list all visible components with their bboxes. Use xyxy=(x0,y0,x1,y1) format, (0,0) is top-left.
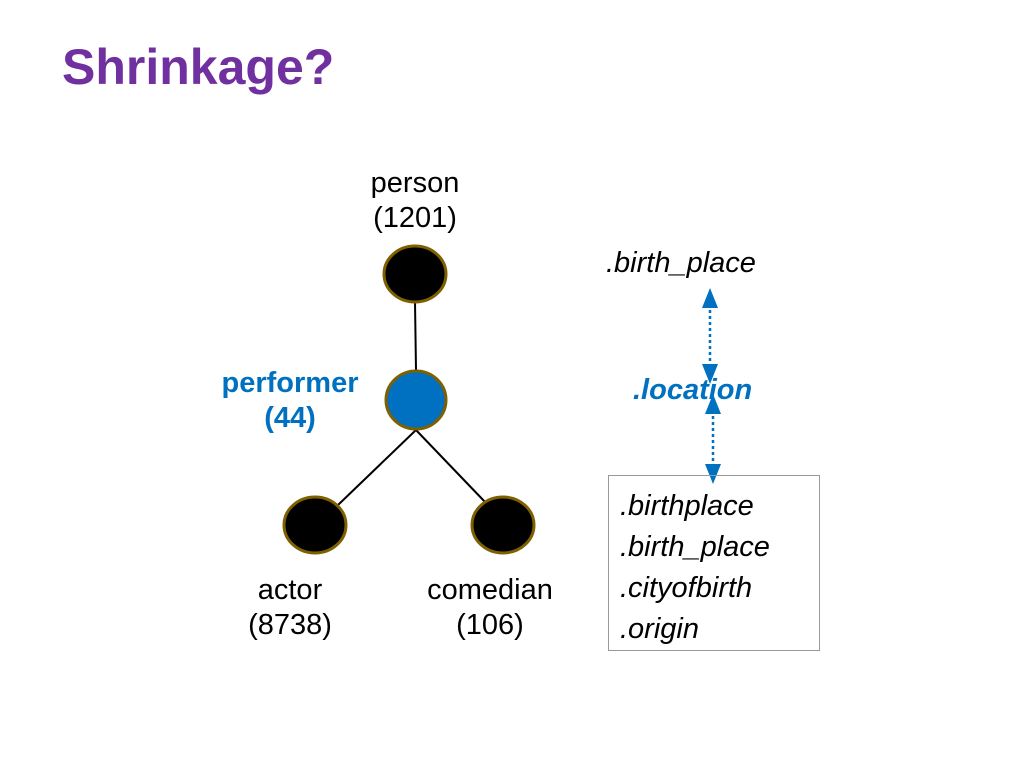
label-comedian-count: (106) xyxy=(456,608,524,641)
label-performer: performer (44) xyxy=(200,366,380,436)
edge-performer-actor xyxy=(337,429,417,506)
prop-location: .location xyxy=(633,374,753,406)
node-person[interactable] xyxy=(382,244,448,304)
label-actor-name: actor xyxy=(257,574,323,606)
node-actor[interactable] xyxy=(282,495,348,555)
label-performer-count: (44) xyxy=(264,401,316,434)
prop-synonym: .birthplace xyxy=(620,490,754,522)
label-person-name: person xyxy=(370,167,460,199)
label-actor-count: (8738) xyxy=(248,608,332,641)
slide-title: Shrinkage? xyxy=(62,39,335,95)
prop-synonym: .birth_place xyxy=(620,531,770,563)
edge-performer-comedian xyxy=(415,429,487,504)
label-performer-name: performer xyxy=(221,367,359,399)
label-comedian: comedian (106) xyxy=(400,573,580,643)
prop-synonyms-box: .birthplace .birth_place .cityofbirth .o… xyxy=(608,475,820,651)
node-performer[interactable] xyxy=(384,369,448,431)
label-person-count: (1201) xyxy=(373,201,457,234)
label-comedian-name: comedian xyxy=(427,574,553,606)
prop-synonym: .cityofbirth xyxy=(620,572,753,604)
prop-birth-place: .birth_place xyxy=(606,247,756,279)
label-person: person (1201) xyxy=(335,166,495,236)
node-comedian[interactable] xyxy=(470,495,536,555)
prop-synonym: .origin xyxy=(620,613,699,645)
label-actor: actor (8738) xyxy=(210,573,370,643)
edge-person-performer xyxy=(414,301,417,371)
